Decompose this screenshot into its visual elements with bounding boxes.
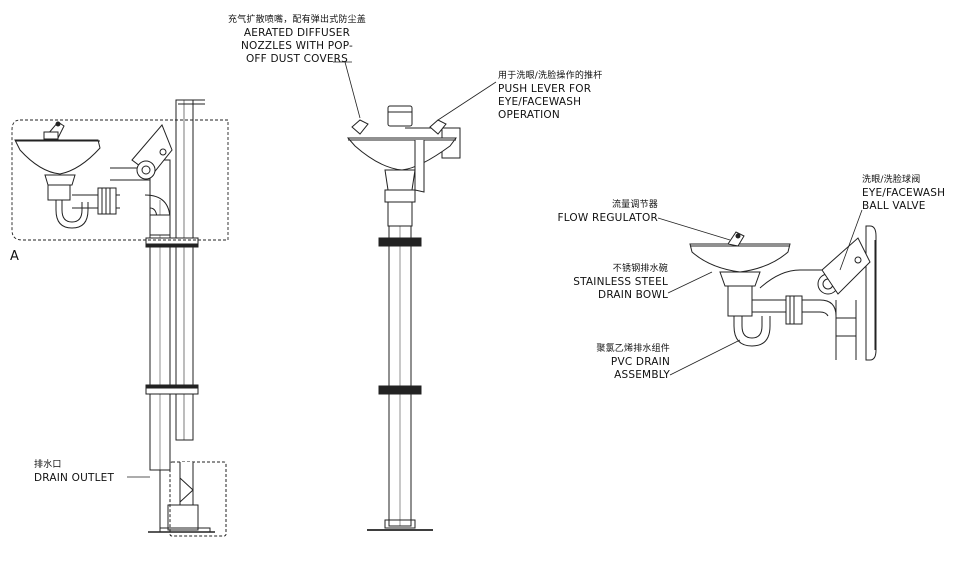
flow-regulator-en: FLOW REGULATOR: [557, 212, 658, 224]
pvc-drain-en-1: PVC DRAIN: [610, 356, 670, 368]
ball-valve-lever: [822, 238, 870, 294]
push-lever-en-3: OPERATION: [498, 109, 560, 121]
view-marker-a: A: [10, 249, 20, 264]
leader-lines: [127, 62, 862, 477]
detail-view: [690, 226, 876, 360]
drain-outlet-box: [170, 462, 226, 536]
push-lever-cn: 用于洗眼/洗脸操作的推杆: [498, 71, 603, 81]
pvc-drain-callout: 聚氯乙烯排水组件 PVC DRAIN ASSEMBLY: [578, 343, 670, 382]
front-view: [348, 106, 460, 530]
drain-outlet-cn: 排水口: [34, 460, 62, 470]
pvc-drain-en-2: ASSEMBLY: [614, 369, 670, 381]
pipe-clamp: [146, 388, 198, 394]
side-view: [12, 100, 228, 536]
center-pipe-top: [388, 106, 412, 126]
side-drain-bowl: [15, 140, 100, 174]
push-lever-en-1: PUSH LEVER FOR: [498, 83, 592, 95]
detail-box-a: [12, 120, 228, 240]
drain-bowl-callout: 不锈钢排水碗 STAINLESS STEEL DRAIN BOWL: [568, 263, 668, 302]
push-lever-en-2: EYE/FACEWASH: [498, 96, 582, 108]
detail-drain-bowl: [690, 244, 790, 272]
detail-p-trap: [734, 316, 770, 346]
diffuser-en-2: NOZZLES WITH POP-: [241, 40, 354, 52]
diffuser-en-1: AERATED DIFFUSER: [243, 27, 351, 39]
side-p-trap: [56, 200, 88, 228]
flow-regulator-cn: 流量调节器: [611, 200, 658, 210]
diffuser-callout: 充气扩散喷嘴，配有弹出式防尘盖 AERATED DIFFUSER NOZZLES…: [228, 14, 366, 66]
diffuser-cn: 充气扩散喷嘴，配有弹出式防尘盖: [228, 15, 367, 25]
ball-valve-cn: 洗眼/洗脸球阀: [862, 175, 921, 185]
drain-bowl-cn: 不锈钢排水碗: [612, 264, 668, 274]
front-drain-bowl: [348, 138, 456, 170]
ball-valve-callout: 洗眼/洗脸球阀 EYE/FACEWASH BALL VALVE: [862, 174, 945, 213]
push-lever-callout: 用于洗眼/洗脸操作的推杆 PUSH LEVER FOR EYE/FACEWASH…: [498, 70, 602, 122]
drain-bowl-en-1: STAINLESS STEEL: [573, 276, 668, 288]
drain-bowl-en-2: DRAIN BOWL: [598, 289, 668, 301]
diffuser-en-3: OFF DUST COVERS: [245, 53, 349, 65]
ball-valve-en-2: BALL VALVE: [862, 200, 926, 212]
flow-regulator-callout: 流量调节器 FLOW REGULATOR: [548, 199, 658, 225]
pvc-drain-cn: 聚氯乙烯排水组件: [596, 344, 670, 354]
drain-outlet-en: DRAIN OUTLET: [34, 472, 115, 484]
pipe-clamp: [146, 238, 198, 244]
ball-valve-en-1: EYE/FACEWASH: [862, 187, 946, 199]
upper-vertical-pipe: [176, 100, 193, 440]
drain-outlet-callout: 排水口 DRAIN OUTLET: [34, 459, 114, 485]
